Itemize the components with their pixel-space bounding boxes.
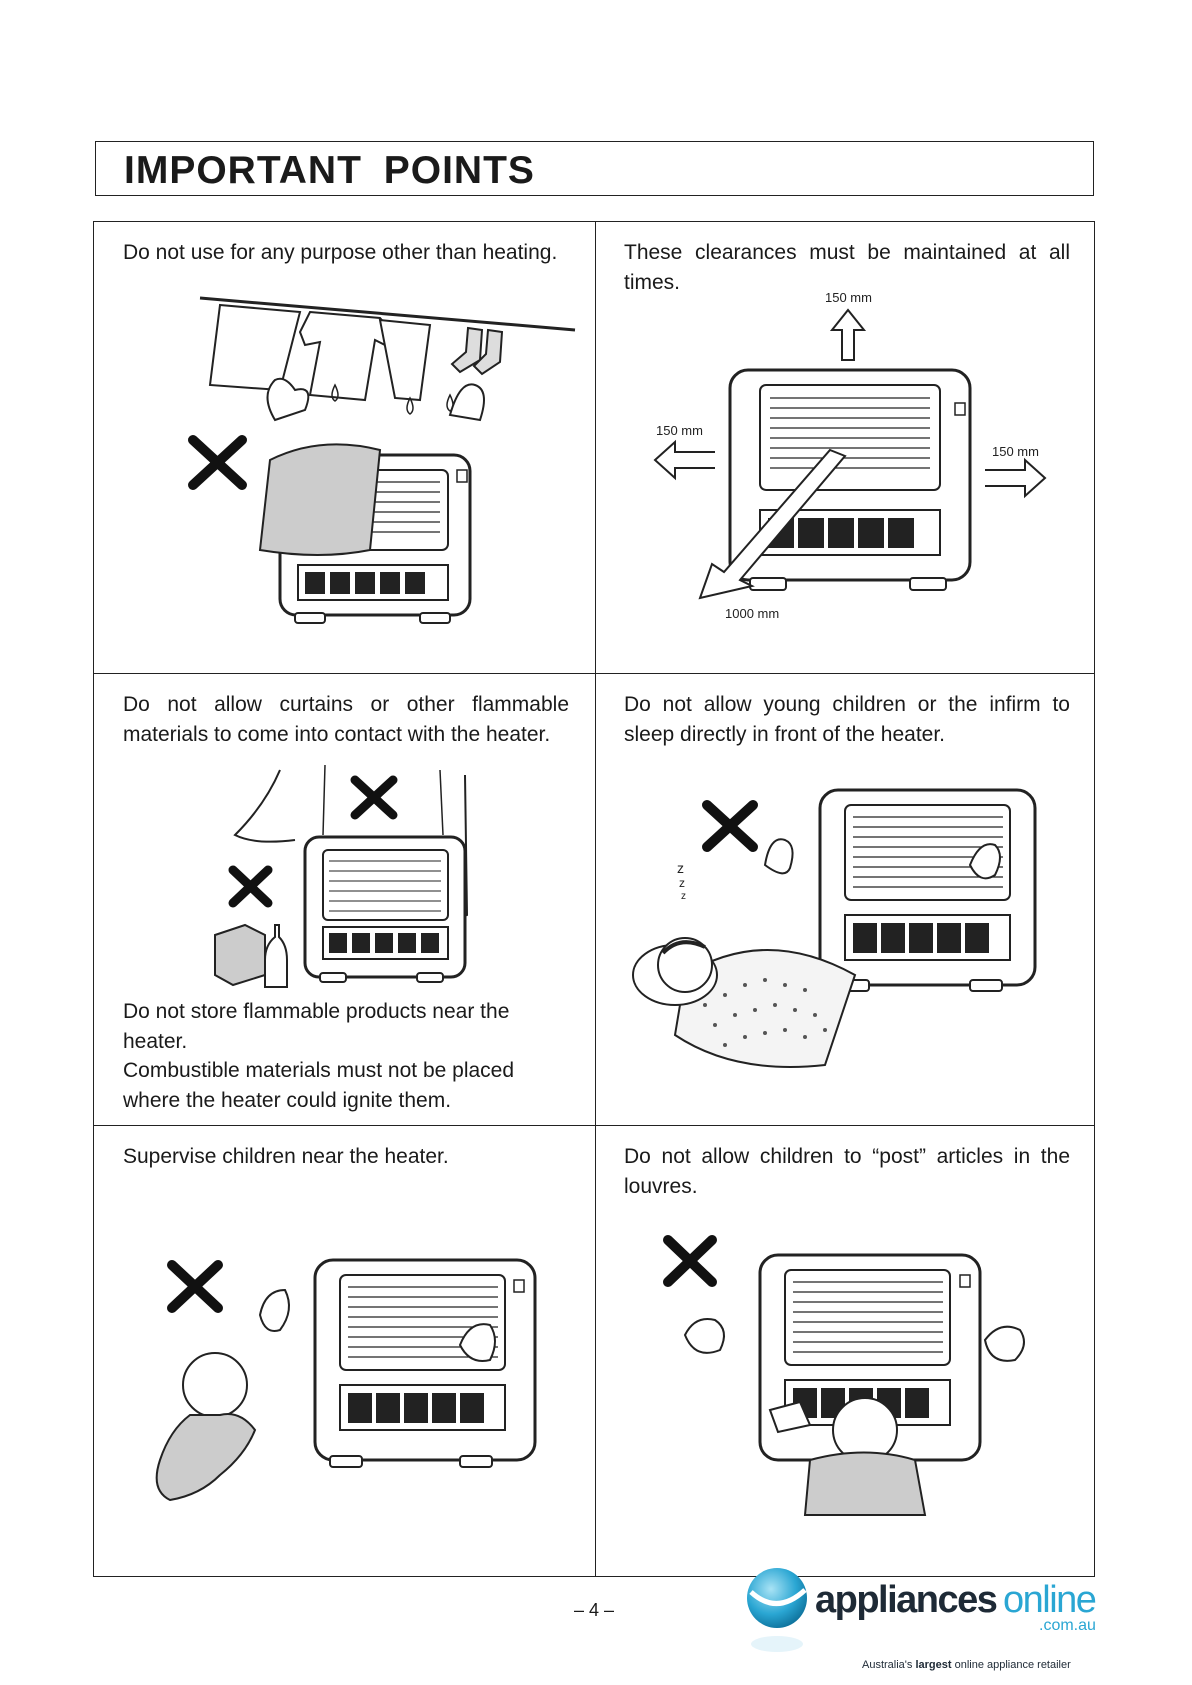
towel-over-heater — [258, 443, 382, 556]
logo-brand-bold: appliances — [815, 1579, 997, 1621]
hand-icon — [683, 1318, 725, 1354]
prohibited-x-icon — [663, 1235, 717, 1287]
clearance-front-label: 1000 mm — [725, 606, 779, 621]
logo-tagline: Australia's largest online appliance ret… — [862, 1659, 1071, 1671]
svg-text:z: z — [681, 891, 686, 902]
page-number: – 4 – — [574, 1600, 615, 1620]
hand-icon — [448, 383, 485, 422]
blanket-icon — [673, 949, 857, 1068]
appliances-online-logo[interactable]: appliances online .com.au Australia's la… — [745, 1562, 1105, 1680]
clearance-left-label: 150 mm — [656, 423, 703, 438]
hand-icon — [258, 1288, 290, 1332]
prohibited-x-icon — [350, 775, 398, 820]
box-icon — [214, 923, 266, 987]
svg-text:z: z — [677, 860, 684, 876]
prohibited-x-icon — [228, 865, 273, 908]
text-combustible: Combustible materials must not be placed… — [123, 1059, 515, 1112]
logo-globe-icon — [747, 1568, 807, 1628]
sock-icon — [450, 326, 484, 374]
text-post-articles: Do not allow children to “post” articles… — [624, 1145, 1070, 1198]
child-head — [657, 937, 713, 993]
baby-body — [155, 1413, 257, 1502]
text-curtains: Do not allow curtains or other flammable… — [123, 693, 569, 746]
logo-domain: .com.au — [1039, 1617, 1096, 1634]
prohibited-x-icon — [702, 800, 758, 852]
text-clearances: These clearances must be maintained at a… — [624, 241, 1070, 294]
prohibited-x-icon — [167, 1260, 223, 1313]
illustration-supervise-children — [155, 1258, 537, 1502]
page-title: IMPORTANT POINTS — [124, 149, 535, 192]
illustration-sleeping-child: z z z — [632, 788, 1037, 1068]
grid-divider-vertical — [595, 221, 596, 1577]
illustration-post-articles — [663, 1235, 1025, 1516]
arrow-left-icon — [653, 439, 715, 481]
text-flammable-products: Do not store flammable products near the… — [123, 1000, 510, 1053]
grid-divider-row2 — [93, 1125, 1095, 1126]
illustration-drying-clothes — [188, 296, 576, 624]
text-supervise: Supervise children near the heater. — [123, 1145, 449, 1168]
clearance-top-label: 150 mm — [825, 290, 872, 305]
hand-icon — [763, 838, 794, 875]
arrow-up-icon — [829, 308, 867, 361]
bottle-icon — [264, 924, 288, 988]
points-grid — [93, 221, 1095, 1577]
hand-icon — [968, 843, 1001, 880]
prohibited-x-icon — [188, 435, 247, 490]
svg-text:z: z — [679, 876, 685, 890]
hand-icon — [983, 1325, 1025, 1362]
baby-head — [182, 1352, 248, 1418]
towel-shape — [208, 303, 302, 392]
sock-icon — [472, 328, 504, 376]
child-body — [803, 1451, 927, 1516]
arrow-front-icon — [698, 448, 847, 600]
logo-brand-light: online — [1003, 1579, 1096, 1621]
article-icon — [768, 1400, 812, 1434]
arrow-right-icon — [985, 457, 1047, 499]
hand-icon — [266, 377, 310, 422]
text-no-other-purpose: Do not use for any purpose other than he… — [123, 241, 558, 264]
title-box: IMPORTANT POINTS — [95, 141, 1094, 196]
clearance-right-label: 150 mm — [992, 444, 1039, 459]
grid-divider-row1 — [93, 673, 1095, 674]
illustration-curtains — [214, 765, 469, 988]
hand-icon — [458, 1323, 496, 1362]
text-sleeping: Do not allow young children or the infir… — [624, 693, 1070, 746]
illustration-clearances: 150 mm 150 mm 150 mm 1000 mm — [653, 290, 1047, 621]
